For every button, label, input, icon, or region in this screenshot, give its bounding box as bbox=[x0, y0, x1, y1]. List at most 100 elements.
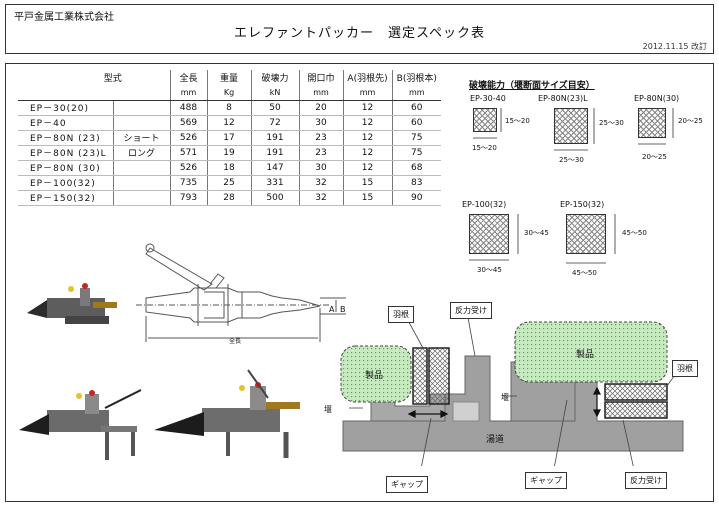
opening-cell: 23 bbox=[299, 145, 344, 161]
force-cell: 500 bbox=[251, 190, 300, 206]
weight-cell: 25 bbox=[207, 175, 252, 191]
a-cell: 12 bbox=[343, 145, 393, 161]
a-cell: 12 bbox=[343, 130, 393, 146]
capacity-label: EP-100(32) bbox=[462, 200, 507, 209]
callout-reaction-right: 反力受け bbox=[625, 472, 667, 489]
capacity-label: EP-150(32) bbox=[560, 200, 605, 209]
a-cell: 12 bbox=[343, 160, 393, 176]
length-cell: 571 bbox=[170, 145, 208, 161]
b-cell: 68 bbox=[392, 160, 441, 176]
callout-gap-right: ギャップ bbox=[525, 472, 567, 489]
force-cell: 147 bbox=[251, 160, 300, 176]
header-frame bbox=[5, 4, 714, 54]
company-name: 平戸金属工業株式会社 bbox=[14, 12, 114, 23]
table-header-row: 型式 全長 重量 破壊力 開口巾 A(羽根先) B(羽根本) bbox=[18, 70, 441, 85]
capacity-title: 破壊能力（堰断面サイズ目安） bbox=[469, 81, 595, 91]
b-cell: 60 bbox=[392, 100, 441, 116]
col-force: 破壊力 bbox=[251, 70, 300, 85]
b-cell: 75 bbox=[392, 130, 441, 146]
variant-cell: ショート bbox=[113, 130, 171, 146]
b-cell: 75 bbox=[392, 145, 441, 161]
col-opening: 開口巾 bbox=[299, 70, 344, 85]
unit-opening: mm bbox=[299, 85, 344, 101]
b-cell: 90 bbox=[392, 190, 441, 206]
document-title: エレファントパッカー 選定スペック表 bbox=[233, 26, 486, 41]
length-cell: 793 bbox=[170, 190, 208, 206]
model-cell: EP－30(20) bbox=[18, 100, 114, 116]
opening-cell: 23 bbox=[299, 130, 344, 146]
side-dimension: 25～30 bbox=[599, 119, 624, 127]
capacity-label: EP-80N(23)L bbox=[538, 94, 588, 103]
side-dimension: 30～45 bbox=[524, 229, 549, 237]
section-square bbox=[469, 214, 509, 254]
model-cell: EP－80N (30) bbox=[18, 160, 114, 176]
capacity-dimension-lines bbox=[469, 108, 674, 264]
col-b: B(羽根本) bbox=[396, 74, 437, 84]
variant-cell: ロング bbox=[113, 145, 171, 161]
force-cell: 331 bbox=[251, 175, 300, 191]
opening-cell: 20 bbox=[299, 100, 344, 116]
callout-blade-right: 羽根 bbox=[672, 360, 698, 377]
capacity-label: EP-80N(30) bbox=[634, 94, 680, 103]
model-cell: EP－100(32) bbox=[18, 175, 114, 191]
length-cell: 735 bbox=[170, 175, 208, 191]
product-label-left: 製品 bbox=[365, 371, 384, 381]
model-cell: EP－80N (23)L bbox=[18, 145, 114, 161]
tool-photo-left bbox=[19, 389, 142, 460]
bottom-dimension: 15～20 bbox=[472, 144, 497, 152]
unit-length: mm bbox=[170, 85, 208, 101]
unit-force: kN bbox=[251, 85, 300, 101]
table-unit-row: mm Kg kN mm mm mm bbox=[18, 85, 441, 101]
model-cell: EP－150(32) bbox=[18, 190, 114, 206]
force-cell: 191 bbox=[251, 145, 300, 161]
length-cell: 526 bbox=[170, 160, 208, 176]
capacity-label: EP-30-40 bbox=[470, 94, 506, 103]
spec-table: 型式 全長 重量 破壊力 開口巾 A(羽根先) B(羽根本) mm Kg kN … bbox=[18, 70, 441, 206]
unit-weight: Kg bbox=[207, 85, 252, 101]
technical-drawing bbox=[136, 243, 346, 342]
a-cell: 15 bbox=[343, 175, 393, 191]
force-cell: 72 bbox=[251, 115, 300, 131]
a-cell: 12 bbox=[343, 100, 393, 116]
usage-diagram bbox=[340, 311, 684, 466]
bottom-dimension: 30～45 bbox=[477, 266, 502, 274]
weight-cell: 17 bbox=[207, 130, 252, 146]
variant-cell bbox=[113, 100, 171, 116]
bottom-dimension: 20～25 bbox=[642, 153, 667, 161]
revision-date: 2012.11.15 改訂 bbox=[642, 42, 707, 51]
col-model: 型式 bbox=[18, 70, 171, 85]
opening-cell: 30 bbox=[299, 160, 344, 176]
dimension-a-label: A bbox=[329, 305, 335, 314]
variant-cell bbox=[113, 175, 171, 191]
col-weight: 重量 bbox=[207, 70, 252, 85]
opening-cell: 30 bbox=[299, 115, 344, 131]
weight-cell: 19 bbox=[207, 145, 252, 161]
unit-a: mm bbox=[343, 85, 393, 101]
a-cell: 12 bbox=[343, 115, 393, 131]
model-cell: EP－40 bbox=[18, 115, 114, 131]
section-square bbox=[638, 108, 666, 138]
tool-photo-small bbox=[27, 283, 117, 324]
weight-cell: 12 bbox=[207, 115, 252, 131]
side-dimension: 15～20 bbox=[505, 117, 530, 125]
spec-table-wrap: 型式 全長 重量 破壊力 開口巾 A(羽根先) B(羽根本) mm Kg kN … bbox=[18, 70, 441, 206]
model-cell: EP－80N (23) bbox=[18, 130, 114, 146]
col-a: A(羽根先) bbox=[343, 70, 393, 85]
length-cell: 569 bbox=[170, 115, 208, 131]
unit-b: mm bbox=[392, 85, 441, 101]
side-dimension: 20～25 bbox=[678, 117, 703, 125]
callout-blade-left: 羽根 bbox=[388, 306, 414, 323]
bottom-dimension: 25～30 bbox=[559, 156, 584, 164]
bottom-dimension: 45～50 bbox=[572, 269, 597, 277]
opening-cell: 32 bbox=[299, 190, 344, 206]
b-cell: 60 bbox=[392, 115, 441, 131]
weir-label-right: 堰 bbox=[501, 393, 509, 402]
weir-label-left: 堰 bbox=[324, 405, 332, 414]
